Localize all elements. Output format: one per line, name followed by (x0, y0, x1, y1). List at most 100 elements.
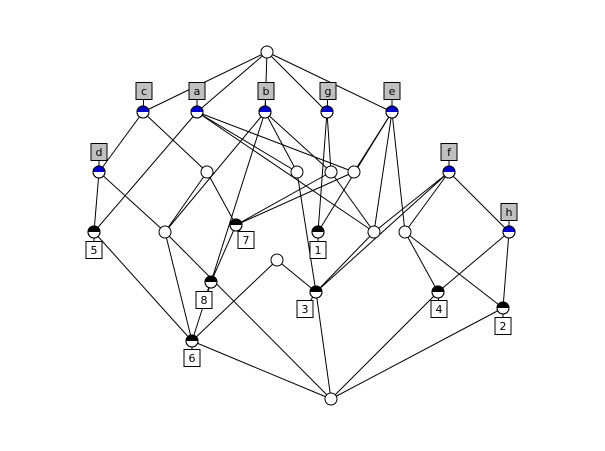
object-label-text: 5 (91, 244, 98, 257)
attribute-label-text: b (263, 85, 270, 98)
object-label: 8 (195, 281, 213, 309)
lattice-edge (206, 171, 237, 226)
object-concept-node (431, 285, 445, 299)
lattice-edge (315, 171, 450, 293)
attribute-label: d (90, 143, 108, 172)
attribute-concept-node (502, 225, 516, 239)
attribute-concept-node (442, 165, 456, 179)
lattice-edges (93, 51, 510, 400)
lattice-edge (502, 231, 510, 309)
attribute-label-text: g (325, 85, 332, 98)
attribute-label-text: f (447, 146, 452, 159)
object-label-text: 1 (315, 244, 322, 257)
object-label: 7 (235, 224, 255, 249)
object-concept-node (185, 334, 199, 348)
lattice-edge (404, 171, 450, 233)
concept-node (200, 165, 214, 179)
object-label-text: 8 (201, 294, 208, 307)
lattice-edge (391, 111, 406, 233)
object-concept-node (87, 225, 101, 239)
object-label-text: 3 (302, 303, 309, 316)
concept-node (270, 253, 284, 267)
lattice-edge (98, 171, 166, 233)
object-label: 1 (309, 232, 327, 259)
attribute-label-text: a (194, 85, 201, 98)
lattice-edge (235, 171, 355, 226)
lattice-edge (196, 111, 355, 173)
lattice-edge (196, 51, 268, 113)
object-concept-node (496, 301, 510, 315)
lattice-edge (448, 171, 510, 233)
lattice-edge (330, 307, 504, 400)
attribute-concept-node (320, 105, 334, 119)
lattice-edge (330, 171, 375, 233)
object-concept-node (229, 218, 243, 232)
lattice-edge (93, 111, 198, 233)
lattice-edge (264, 111, 332, 173)
concept-node (290, 165, 304, 179)
attribute-label: f (440, 143, 458, 172)
object-label: 5 (85, 232, 103, 259)
lattice-edge (93, 171, 100, 233)
lattice-edge (164, 231, 332, 400)
lattice-edge (373, 111, 393, 233)
lattice-edge (164, 111, 266, 233)
concept-node (398, 225, 412, 239)
attribute-concept-node (136, 105, 150, 119)
lattice-edge (326, 111, 332, 173)
lattice-edge (235, 171, 332, 226)
concept-node (158, 225, 172, 239)
lattice-edge (404, 231, 439, 293)
lattice-labels: c a b g e d f h 5 7 1 8 3 4 2 6 (85, 82, 518, 367)
concept-node (324, 165, 338, 179)
lattice-edge (164, 171, 208, 233)
concept-node (324, 392, 338, 406)
lattice-edge (353, 111, 393, 173)
lattice-edge (373, 171, 450, 233)
attribute-label-text: d (96, 146, 103, 159)
object-label-text: 7 (243, 234, 250, 247)
attribute-label-text: c (141, 85, 147, 98)
lattice-edge (330, 291, 439, 400)
lattice-edge (296, 171, 317, 293)
object-label-text: 4 (436, 303, 443, 316)
object-concept-node (204, 275, 218, 289)
lattice-edge (264, 111, 298, 173)
concept-node (367, 225, 381, 239)
lattice-edge (191, 340, 332, 400)
lattice-edge (93, 231, 193, 342)
object-label: 2 (494, 308, 512, 335)
attribute-concept-node (92, 165, 106, 179)
concept-node (260, 45, 274, 59)
lattice-edge (142, 111, 208, 173)
attribute-label: e (383, 82, 401, 112)
attribute-label: b (257, 82, 275, 113)
object-label-text: 6 (189, 352, 196, 365)
attribute-label-text: h (506, 206, 513, 219)
attribute-label-text: e (389, 85, 396, 98)
object-concept-node (311, 225, 325, 239)
object-concept-node (309, 285, 323, 299)
attribute-concept-node (190, 105, 204, 119)
lattice-edge (98, 111, 144, 173)
lattice-edge (315, 231, 375, 293)
lattice-edge (315, 291, 332, 400)
lattice-edge (276, 259, 317, 293)
lattice-edge (404, 231, 504, 309)
lattice-edge (196, 111, 375, 233)
attribute-concept-node (385, 105, 399, 119)
lattice-edge (437, 231, 510, 293)
lattice-edge (266, 51, 328, 113)
lattice-edge (196, 111, 298, 173)
lattice-edge (191, 259, 278, 342)
lattice-edge (210, 111, 266, 283)
concept-node (347, 165, 361, 179)
object-label-text: 2 (500, 320, 507, 333)
lattice-edge (164, 231, 193, 342)
attribute-concept-node (258, 105, 272, 119)
lattice-edge (210, 224, 237, 283)
lattice-nodes (87, 45, 516, 406)
attribute-label: a (188, 82, 206, 112)
attribute-label: h (500, 203, 518, 232)
